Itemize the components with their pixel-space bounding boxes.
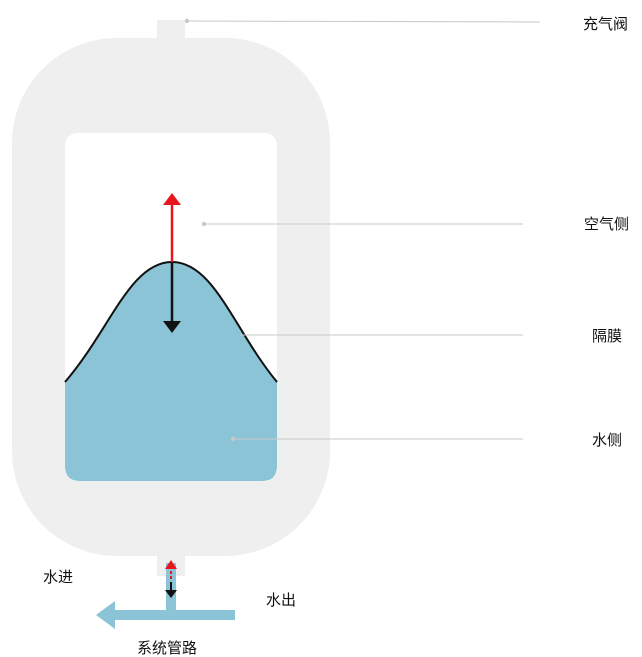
left-arrow — [96, 601, 115, 629]
water-body — [65, 262, 277, 481]
valve-stem — [157, 20, 185, 42]
label-diaphragm: 隔膜 — [592, 327, 622, 345]
up-red-arrow — [163, 193, 181, 262]
label-system-pipe: 系统管路 — [137, 639, 197, 657]
label-water-side: 水侧 — [592, 431, 622, 449]
label-water-out: 水出 — [266, 591, 296, 609]
leader-air-side — [201, 221, 523, 227]
leader-valve — [184, 18, 541, 24]
pipe-up-red-arrow — [165, 560, 177, 579]
pipe-horizontal — [112, 610, 235, 620]
label-air-side: 空气侧 — [584, 215, 629, 233]
label-valve: 充气阀 — [583, 15, 628, 33]
leader-water-side — [230, 436, 523, 442]
pipe-down-black-arrow — [165, 582, 177, 598]
down-black-arrow — [163, 262, 181, 333]
label-water-in: 水进 — [43, 568, 73, 586]
